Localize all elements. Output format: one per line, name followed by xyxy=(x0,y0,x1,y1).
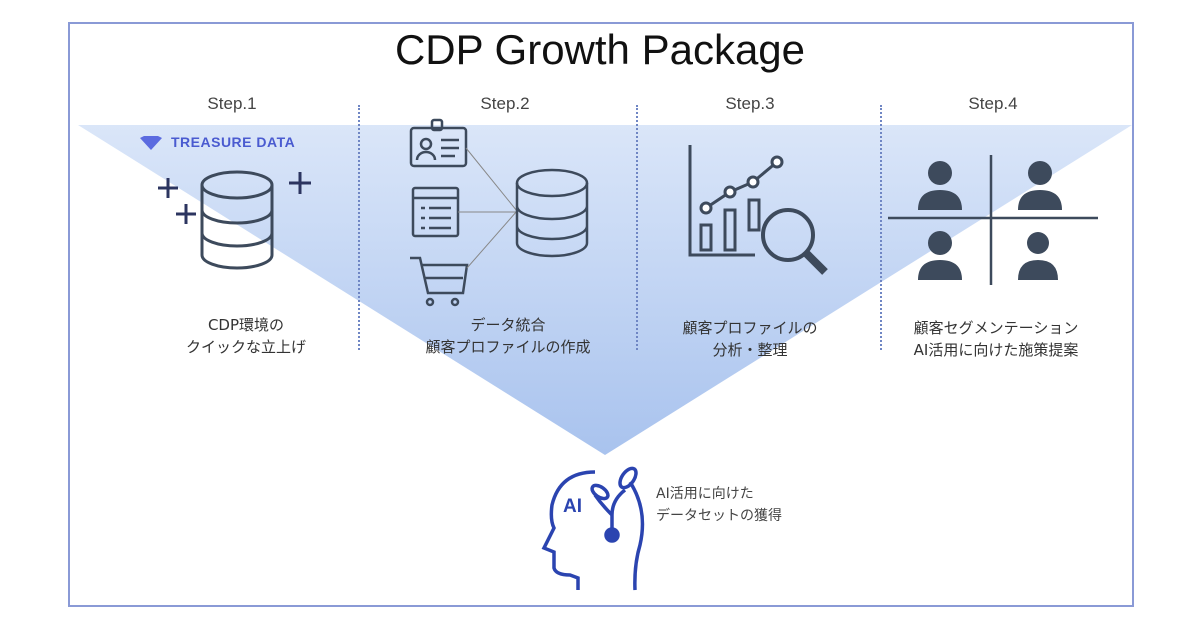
step-3-caption: 顧客プロファイルの 分析・整理 xyxy=(620,317,880,361)
ai-head-icon xyxy=(541,466,645,591)
page-title: CDP Growth Package xyxy=(394,26,806,73)
caption-line: データ統合 xyxy=(470,316,546,334)
brand-name: TREASURE DATA xyxy=(171,134,296,150)
step-4-caption: 顧客セグメンテーション AI活用に向けた施策提案 xyxy=(866,317,1126,361)
caption-line: 顧客プロファイルの作成 xyxy=(425,338,591,356)
divider xyxy=(358,105,360,350)
ai-icon-text: AI xyxy=(563,496,582,517)
database-sparkle-icon xyxy=(158,170,311,270)
step-1-label: Step.1 xyxy=(207,94,257,113)
diamond-logo-icon xyxy=(140,136,162,150)
caption-line: CDP環境の xyxy=(207,316,285,334)
outcome-caption: AI活用に向けた データセットの獲得 xyxy=(656,483,782,527)
step-3-label: Step.3 xyxy=(725,94,775,113)
step-2-label: Step.2 xyxy=(480,94,530,113)
caption-line: AI活用に向けた xyxy=(656,486,754,502)
divider xyxy=(880,105,882,350)
step-1-caption: CDP環境の クイックな立上げ xyxy=(116,314,376,358)
caption-line: AI活用に向けた施策提案 xyxy=(913,341,1079,359)
step-2-caption: データ統合 顧客プロファイルの作成 xyxy=(378,314,638,358)
divider xyxy=(636,105,638,350)
chart-analysis-icon xyxy=(688,145,828,275)
caption-line: 顧客プロファイルの xyxy=(682,319,818,337)
diagram-frame xyxy=(68,22,1134,607)
caption-line: データセットの獲得 xyxy=(656,508,782,524)
customer-segmentation-icon xyxy=(888,155,1098,285)
data-integration-icon xyxy=(409,118,589,307)
caption-line: クイックな立上げ xyxy=(185,338,306,356)
caption-line: 顧客セグメンテーション xyxy=(913,319,1079,337)
step-4-label: Step.4 xyxy=(968,94,1018,113)
caption-line: 分析・整理 xyxy=(712,341,788,359)
